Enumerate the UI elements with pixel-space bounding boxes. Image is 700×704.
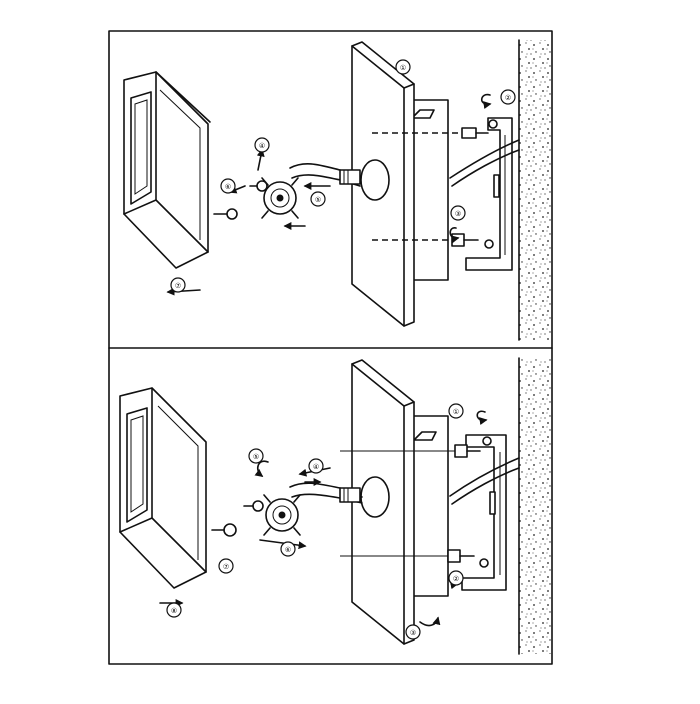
step-marker: ③: [450, 205, 466, 221]
step-marker: ④: [254, 137, 270, 153]
screw-icon: [243, 500, 264, 512]
wall-top: [519, 40, 552, 340]
step-marker: ⑤: [248, 448, 264, 464]
step-marker-label: ⑤: [253, 453, 259, 461]
screw-icon: [451, 233, 479, 247]
step-marker: ③: [405, 624, 421, 640]
light-cover-bottom: [119, 387, 207, 589]
bottom-panel: ① ② ③ ④ ⑤ ⑥ ⑦ ⑧: [119, 357, 552, 655]
step-marker: ②: [500, 89, 516, 105]
rotate-arrow-icon: [449, 227, 460, 244]
step-marker-label: ⑤: [315, 196, 321, 204]
step-marker: ②: [448, 570, 464, 586]
step-marker: ⑦: [170, 277, 186, 293]
step-marker: ①: [448, 403, 464, 419]
step-marker-label: ⑦: [175, 282, 181, 290]
step-marker-label: ②: [453, 575, 459, 583]
step-marker-label: ①: [400, 64, 406, 72]
step-marker-label: ③: [455, 210, 461, 218]
screw-icon: [454, 444, 481, 458]
wall-bottom: [519, 358, 552, 654]
screw-icon: [447, 549, 475, 563]
step-marker-label: ④: [313, 463, 319, 471]
top-panel: ① ② ③ ④ ⑤ ⑥ ⑦: [123, 39, 552, 341]
screw-icon: [213, 208, 238, 220]
step-marker: ⑥: [220, 178, 236, 194]
step-marker-label: ⑦: [223, 563, 229, 571]
supply-cable-top: [449, 139, 520, 179]
step-marker-label: ⑥: [285, 546, 291, 554]
rotate-arrow-icon: [476, 410, 488, 425]
step-marker-label: ③: [410, 629, 416, 637]
junction-box-top: [404, 99, 449, 281]
mounting-plate-top: [351, 41, 415, 327]
rotate-arrow-icon: [254, 460, 269, 477]
rotate-arrow-icon: [480, 93, 492, 109]
arrow-icon: [259, 539, 307, 550]
step-marker-label: ④: [259, 142, 265, 150]
screw-icon: [249, 180, 268, 192]
step-marker: ①: [395, 59, 411, 75]
wire-connector-top: [289, 163, 361, 187]
step-marker-label: ⑥: [225, 183, 231, 191]
light-cover-top: [123, 71, 211, 269]
cable-hole: [360, 159, 390, 201]
step-marker: ⑦: [218, 558, 234, 574]
step-marker: ⑧: [166, 602, 182, 618]
step-marker-label: ①: [453, 408, 459, 416]
step-marker: ⑥: [280, 541, 296, 557]
step-marker: ④: [308, 458, 324, 474]
cable-hole: [360, 476, 390, 518]
supply-cable-bottom: [449, 457, 520, 497]
screw-icon: [211, 523, 237, 537]
step-marker-label: ⑧: [171, 607, 177, 615]
mounting-plate-bottom: [351, 359, 415, 645]
step-marker: ⑤: [310, 191, 326, 207]
rotate-arrow-icon: [419, 616, 441, 627]
step-marker-label: ②: [505, 94, 511, 102]
screw-icon: [461, 127, 489, 139]
arrow-icon: [256, 148, 265, 171]
led-module-bottom: [263, 494, 301, 536]
arrow-icon: [166, 287, 201, 296]
mounting-bracket-top: [465, 117, 513, 271]
mounting-bracket-bottom: [461, 434, 507, 591]
junction-box-bottom: [404, 415, 449, 597]
